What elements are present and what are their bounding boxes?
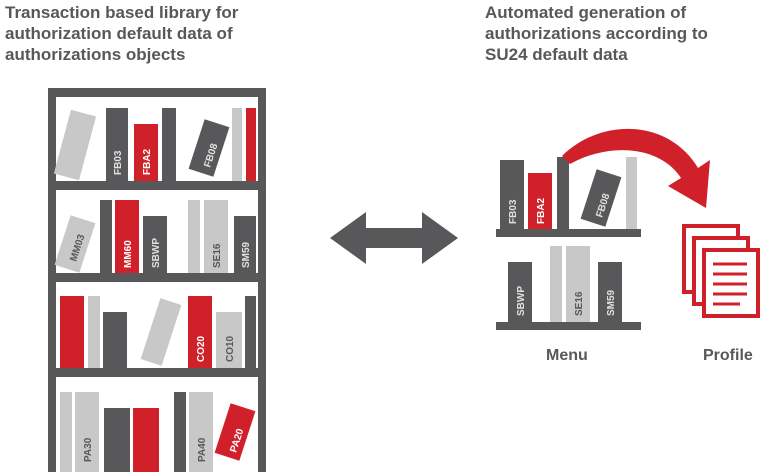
book-plain [162,108,176,181]
book-label: FB03 [508,199,519,224]
book-plain [103,312,127,368]
book-plain [174,392,186,472]
library-heading: Transaction based library for authorizat… [5,3,239,64]
book-plain [140,298,182,366]
menu-book-plain [626,157,637,229]
book-plain [245,296,256,368]
book-label: CO20 [196,335,207,362]
book-label: PA40 [197,437,208,462]
book-plain [88,296,100,368]
book-plain [60,296,84,368]
book-plain [104,408,130,472]
book-plain [60,392,72,472]
book-sbwp [143,216,167,273]
book-label: SM59 [241,241,252,268]
book-label: FBA2 [536,197,547,224]
library-shelf-2-books: MM03 MM60 SBWP SE16 SM59 [54,200,256,273]
menu-book-plain [557,157,569,229]
library-shelf-3-books: CO20 CO10 [60,296,256,368]
library-shelf-4-books: PA30 PA40 PA20 [60,392,256,472]
menu-book-fb03 [500,160,524,229]
book-plain [133,408,159,472]
library-shelf-1-books: FB03 FBA2 FB08 [53,108,256,181]
menu-book-sbwp [508,262,532,322]
book-fb03 [106,108,128,181]
book-sm59 [234,216,256,273]
menu-book-plain [550,246,562,322]
book-label: SE16 [574,291,585,316]
book-plain [188,200,200,273]
book-label: CO10 [225,335,236,362]
book-plain [246,108,256,181]
bookcase-shelf-1 [48,181,266,190]
book-label: FB03 [113,150,124,175]
generation-heading: Automated generation of authorizations a… [485,3,708,64]
menu-book-fba2 [528,173,552,229]
book-se16 [204,200,228,273]
book-label: FBA2 [142,148,153,175]
book-mm03 [54,215,96,273]
book-pa30 [75,392,99,472]
book-fb08 [188,119,230,177]
book-co20 [188,296,212,368]
menu-shelves: FB03 FBA2 FB08 SBWP SE16 SM59 [496,157,641,330]
menu-book-se16 [566,246,590,322]
book-plain [232,108,242,181]
book-label: SM59 [606,289,617,316]
book-pa40 [189,392,213,472]
book-co10 [216,312,242,368]
book-label: SE16 [212,243,223,268]
bookcase-shelf-2 [48,273,266,282]
book-fba2 [134,124,158,181]
curved-arrow-icon [562,128,710,208]
profile-caption: Profile [703,347,753,364]
document-stack-icon [682,224,760,318]
menu-book-sm59 [598,262,622,322]
library-bookcase [48,88,266,472]
bookcase-shelf-3 [48,368,266,377]
menu-shelf-top [496,229,641,237]
book-mm60 [115,200,139,273]
book-pa20 [214,403,256,461]
book-plain [53,109,97,181]
double-arrow-icon [330,212,458,264]
book-label: SBWP [151,238,162,268]
bookcase-top [48,88,266,97]
menu-book-fb08 [580,169,622,227]
menu-caption: Menu [546,347,588,364]
book-label: MM60 [123,240,134,268]
book-plain [100,200,112,273]
book-label: PA30 [83,437,94,462]
book-label: SBWP [516,286,527,316]
menu-shelf-bottom [496,322,641,330]
